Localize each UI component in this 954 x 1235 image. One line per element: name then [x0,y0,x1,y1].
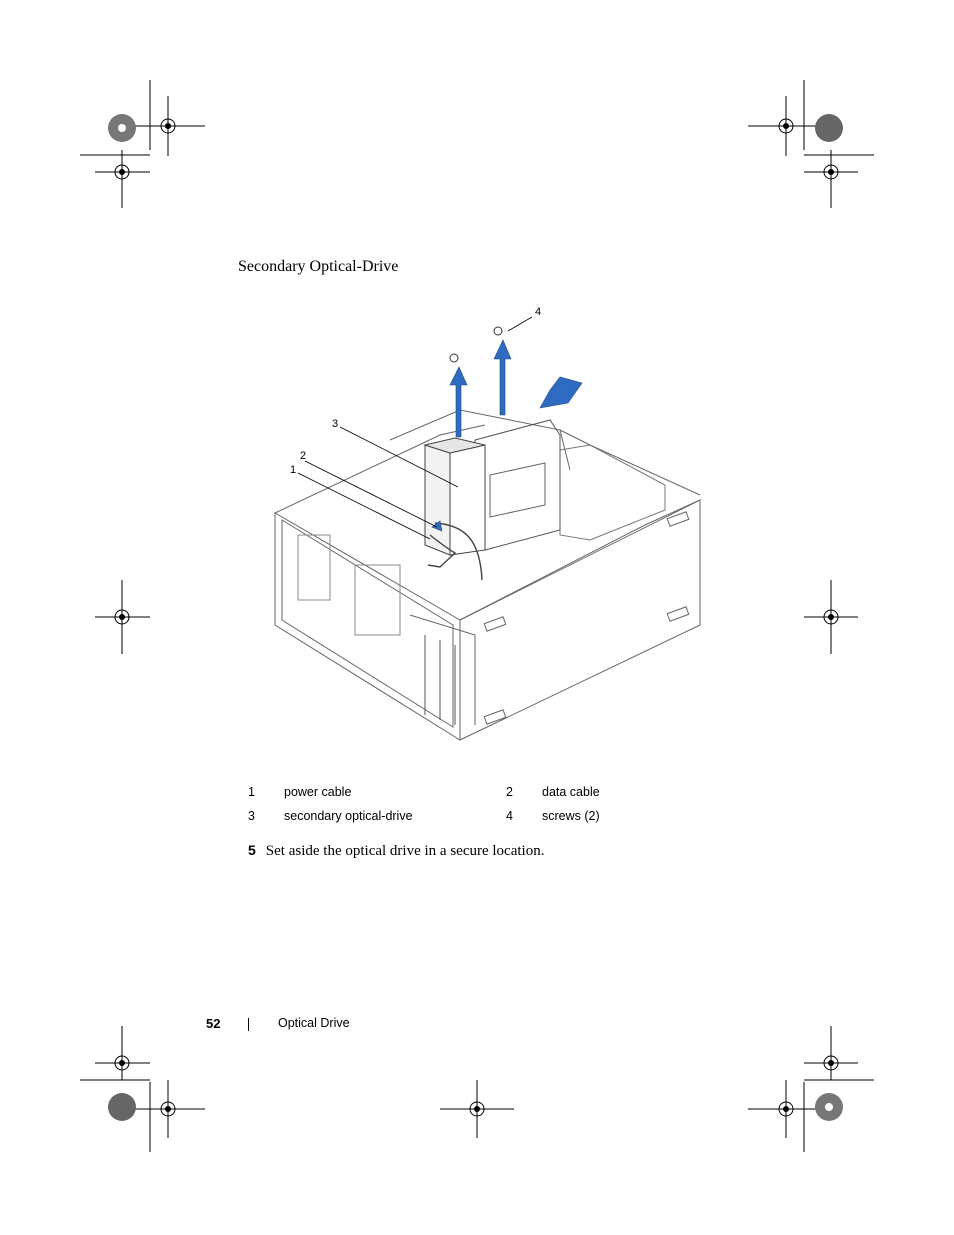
callout-4: 4 [535,306,541,318]
screws [449,326,503,363]
chassis-illustration: 4 3 2 1 [274,306,701,741]
screw-arrow-1 [449,366,468,438]
legend-label: secondary optical-drive [284,809,413,823]
chassis-side-panel [459,499,701,741]
legend-number: 3 [248,809,255,823]
vent-grid-left [297,534,331,601]
callout-3: 3 [332,418,338,430]
footer-separator [248,1018,249,1031]
legend-row: 3 secondary optical-drive 4 screws (2) [240,804,756,828]
step-text: Set aside the optical drive in a secure … [265,843,545,859]
section-heading: Secondary Optical-Drive [238,258,399,275]
procedure-step: 5 Set aside the optical drive in a secure… [248,842,544,860]
callout-legend: 1 power cable 2 data cable 3 secondary o… [240,780,756,828]
removal-arrows [431,339,583,532]
legend-label: screws (2) [542,809,600,823]
power-cable-path [427,534,457,568]
legend-label: data cable [542,785,600,799]
callout-2: 2 [300,450,306,462]
legend-number: 1 [248,785,255,799]
drive-slide-arrow [539,376,583,409]
secondary-optical-drive [423,437,486,556]
vent-grid-right [354,564,401,636]
legend-row: 1 power cable 2 data cable [240,780,756,804]
callout-1: 1 [290,464,296,476]
cable-arrow [431,520,443,532]
step-number: 5 [248,842,256,858]
legend-number: 2 [506,785,513,799]
data-cable-path [434,522,483,581]
screw-arrow-2 [493,339,512,416]
chapter-title: Optical Drive [278,1016,350,1030]
legend-number: 4 [506,809,513,823]
page-number: 52 [206,1016,221,1031]
legend-label: power cable [284,785,352,799]
